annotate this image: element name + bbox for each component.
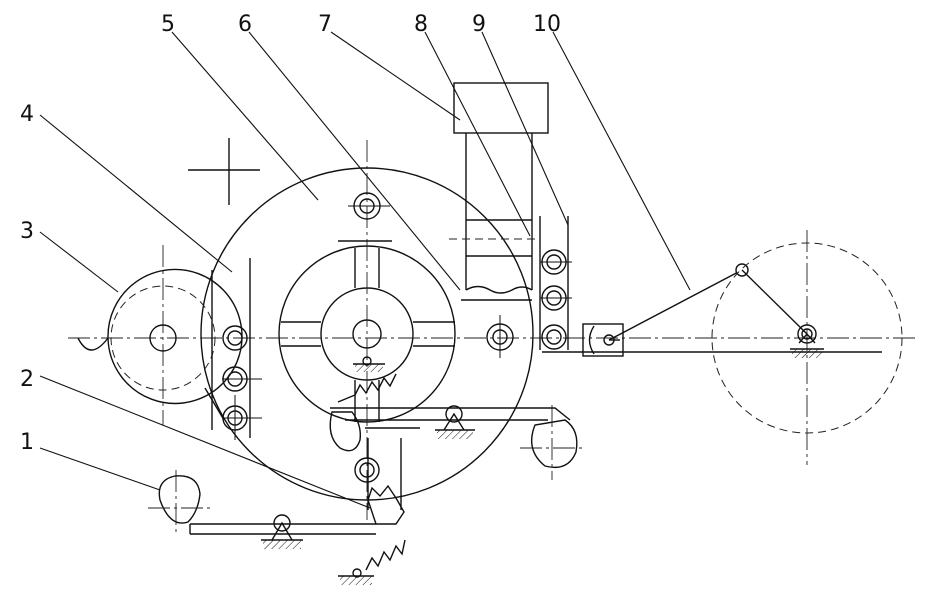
leader-2 — [39, 375, 371, 509]
label-4: 4 — [20, 102, 34, 127]
lower-lever-assembly — [148, 438, 406, 585]
label-5: 5 — [161, 12, 175, 37]
label-7: 7 — [318, 12, 332, 37]
leader-7 — [330, 31, 461, 121]
label-8: 8 — [414, 12, 428, 37]
right-roller-stack — [539, 216, 572, 350]
label-6: 6 — [238, 12, 252, 37]
leader-5 — [171, 31, 319, 201]
mid-roller — [486, 315, 514, 358]
leader-8 — [424, 31, 531, 237]
leader-6 — [248, 31, 461, 291]
label-2: 2 — [20, 367, 34, 392]
leader-1 — [39, 447, 161, 491]
slider-crank — [542, 242, 903, 434]
label-3: 3 — [20, 219, 34, 244]
leader-lines — [39, 31, 691, 509]
center-spring-pawl — [337, 356, 397, 403]
hopper-assembly — [449, 82, 549, 301]
center-lines — [68, 140, 915, 520]
label-1: 1 — [20, 430, 34, 455]
part-labels: 1 2 3 4 5 6 7 8 9 10 — [20, 12, 561, 455]
label-9: 9 — [472, 12, 486, 37]
leader-3 — [39, 231, 119, 293]
small-wheel — [77, 268, 243, 405]
leader-10 — [552, 31, 691, 291]
leader-9 — [481, 31, 569, 226]
crosshair-mark — [188, 138, 260, 205]
right-cam-lever — [329, 405, 585, 480]
upper-roller — [338, 192, 392, 242]
label-10: 10 — [533, 12, 561, 37]
left-roller-group — [204, 258, 262, 440]
leader-4 — [39, 114, 233, 273]
